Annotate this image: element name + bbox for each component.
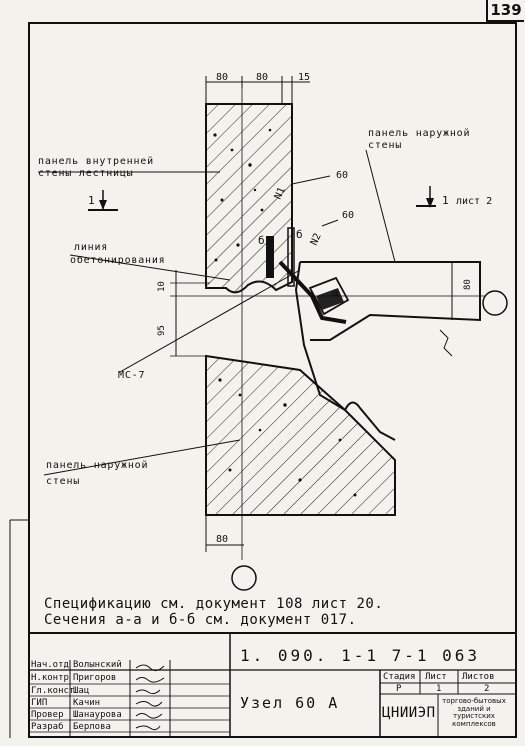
name-cell: Волынский [73, 660, 122, 670]
name-cell: Берлова [73, 722, 111, 732]
axis-marker-right [482, 290, 508, 316]
sheet-header: Лист [425, 672, 447, 682]
outer-wall-panel-upper [300, 261, 481, 341]
role-cell: Нач.отд [31, 660, 69, 670]
name-cell: Пригоров [73, 673, 117, 683]
document-code: 1. 090. 1-1 7-1 063 [240, 646, 481, 665]
signature [135, 664, 165, 672]
sheets-value: 2 [484, 684, 490, 694]
role-cell: Н.контр [31, 673, 69, 683]
leader-outer-lower [43, 439, 241, 476]
outer-panel-upper-label-2: стены [368, 140, 403, 151]
svg-text:б: б [296, 228, 303, 241]
outer-wall-panel-lower [205, 354, 396, 516]
embedded-plate [266, 236, 274, 278]
role-cell: Гл.конст [31, 686, 75, 696]
svg-text:лист 2: лист 2 [456, 196, 492, 207]
page-number: 139 [486, 0, 524, 22]
svg-text:15: 15 [298, 72, 310, 83]
aggregate-dots [213, 128, 272, 262]
organization-name: ЦНИИЭП [382, 705, 436, 721]
stage-value: Р [396, 684, 402, 694]
name-cell: Шац [73, 686, 90, 696]
svg-text:80: 80 [216, 72, 228, 83]
svg-text:80: 80 [463, 279, 473, 290]
svg-text:б: б [258, 234, 265, 247]
spec-line-2: Сечения а-а и б-б см. документ 017. [44, 612, 357, 628]
sheet-border [28, 22, 517, 738]
svg-text:80: 80 [216, 534, 228, 545]
organization-description: торгово-бытовых зданий и туристских комп… [442, 697, 506, 728]
leader-outer-upper [365, 149, 396, 263]
inner-panel-label-1: панель внутренней [38, 156, 154, 167]
leader-concrete-line [69, 254, 231, 281]
concrete-line-label-2: обетонирования [70, 255, 166, 266]
name-cell: Шанаурова [73, 710, 122, 720]
role-cell: ГИП [31, 698, 48, 708]
outer-panel-lower-label-1: панель наружной [46, 460, 149, 471]
svg-text:60: 60 [342, 210, 354, 221]
svg-text:N2: N2 [309, 232, 324, 248]
sheet-value: 1 [436, 684, 442, 694]
spec-line-1: Спецификацию см. документ 108 лист 20. [44, 596, 384, 612]
role-cell: Провер [31, 710, 64, 720]
svg-text:80: 80 [256, 72, 268, 83]
name-cell: Качин [73, 698, 101, 708]
svg-text:10: 10 [157, 281, 167, 292]
sheets-header: Листов [462, 672, 495, 682]
inner-panel-label-2: стены лестницы [38, 168, 134, 179]
svg-text:а: а [332, 286, 339, 299]
svg-text:60: 60 [336, 170, 348, 181]
stage-header: Стадия [383, 672, 416, 682]
leader-mc [119, 269, 301, 373]
node-title: Узел 60 А [240, 694, 340, 712]
title-block-frame [9, 519, 517, 738]
outer-panel-upper-label-1: панель наружной [368, 128, 471, 139]
axis-marker-bottom [231, 565, 257, 591]
svg-text:1: 1 [88, 194, 95, 207]
svg-text:95: 95 [157, 325, 167, 336]
outer-panel-lower-label-2: стены [46, 476, 81, 487]
connection-bar [278, 260, 347, 324]
concrete-line-label-1: линия [74, 242, 109, 253]
svg-text:N1: N1 [273, 186, 288, 202]
svg-text:1: 1 [442, 194, 449, 207]
mc-label: МС-7 [118, 370, 146, 381]
role-cell: Разраб [31, 722, 64, 732]
